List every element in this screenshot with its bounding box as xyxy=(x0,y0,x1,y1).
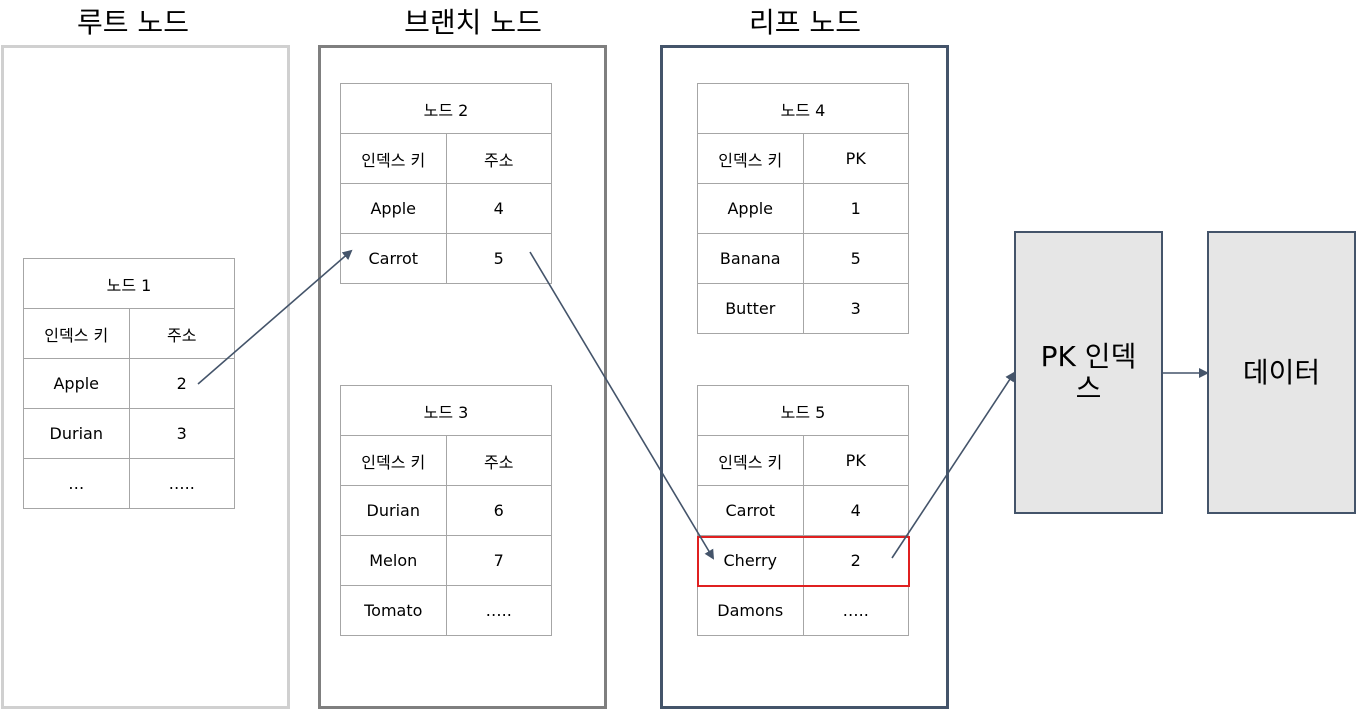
cell-value: 6 xyxy=(445,485,552,536)
cell-key: Apple xyxy=(340,183,447,234)
cell-key: Apple xyxy=(697,183,804,234)
arrow-cherry-to-pk-index xyxy=(891,371,1016,559)
table-row: Carrot 4 xyxy=(697,485,909,536)
node-5-title: 노드 5 xyxy=(697,385,909,436)
node-4-col-value: PK xyxy=(802,133,909,184)
table-row: Banana 5 xyxy=(697,233,909,284)
cell-value: 4 xyxy=(445,183,552,234)
node-2-title: 노드 2 xyxy=(340,83,552,134)
root-node-title: 루트 노드 xyxy=(77,6,189,39)
table-row: Butter 3 xyxy=(697,283,909,334)
table-row: Damons ….. xyxy=(697,585,909,636)
table-row: Durian 3 xyxy=(23,408,235,459)
pk-index-label: PK 인덱스 xyxy=(1040,339,1137,405)
arrow-node2-to-node5 xyxy=(529,251,715,560)
table-row: Melon 7 xyxy=(340,535,552,586)
node-4-title: 노드 4 xyxy=(697,83,909,134)
node-3-col-key: 인덱스 키 xyxy=(340,435,447,486)
table-row: Apple 1 xyxy=(697,183,909,234)
leaf-node-title: 리프 노드 xyxy=(749,6,861,39)
node-5-col-key: 인덱스 키 xyxy=(697,435,804,486)
cell-key: Apple xyxy=(23,358,130,409)
cell-value: ….. xyxy=(445,585,552,636)
cell-key: Melon xyxy=(340,535,447,586)
cell-value: 4 xyxy=(802,485,909,536)
branch-node-title: 브랜치 노드 xyxy=(404,6,542,39)
node-1-table: 노드 1 인덱스 키 주소 Apple 2 Durian 3 … ….. xyxy=(23,258,235,509)
cell-key: Carrot xyxy=(697,485,804,536)
node-1-col-key: 인덱스 키 xyxy=(23,308,130,359)
table-row: Tomato ….. xyxy=(340,585,552,636)
leaf-node-panel xyxy=(660,45,949,709)
node-3-table: 노드 3 인덱스 키 주소 Durian 6 Melon 7 Tomato ….… xyxy=(340,385,552,636)
cell-key: Butter xyxy=(697,283,804,334)
node-2-col-value: 주소 xyxy=(445,133,552,184)
table-row: Apple 4 xyxy=(340,183,552,234)
data-label: 데이터 xyxy=(1242,355,1321,389)
cell-value: ….. xyxy=(802,585,909,636)
cell-value: 7 xyxy=(445,535,552,586)
node-3-col-value: 주소 xyxy=(445,435,552,486)
cell-value: ….. xyxy=(128,458,235,509)
cell-value: 3 xyxy=(128,408,235,459)
table-row: Cherry 2 xyxy=(697,535,909,586)
node-1-col-value: 주소 xyxy=(128,308,235,359)
node-4-table: 노드 4 인덱스 키 PK Apple 1 Banana 5 Butter 3 xyxy=(697,83,909,334)
cell-value: 1 xyxy=(802,183,909,234)
cell-value: 2 xyxy=(802,535,909,586)
cell-key: … xyxy=(23,458,130,509)
root-node-panel xyxy=(1,45,290,709)
cell-key: Durian xyxy=(23,408,130,459)
cell-key: Carrot xyxy=(340,233,447,284)
pk-index-box: PK 인덱스 xyxy=(1014,231,1163,514)
table-row: Durian 6 xyxy=(340,485,552,536)
table-row: … ….. xyxy=(23,458,235,509)
cell-value: 3 xyxy=(802,283,909,334)
node-5-table: 노드 5 인덱스 키 PK Carrot 4 Cherry 2 Damons …… xyxy=(697,385,909,636)
arrow-node1-to-node2 xyxy=(197,249,353,385)
